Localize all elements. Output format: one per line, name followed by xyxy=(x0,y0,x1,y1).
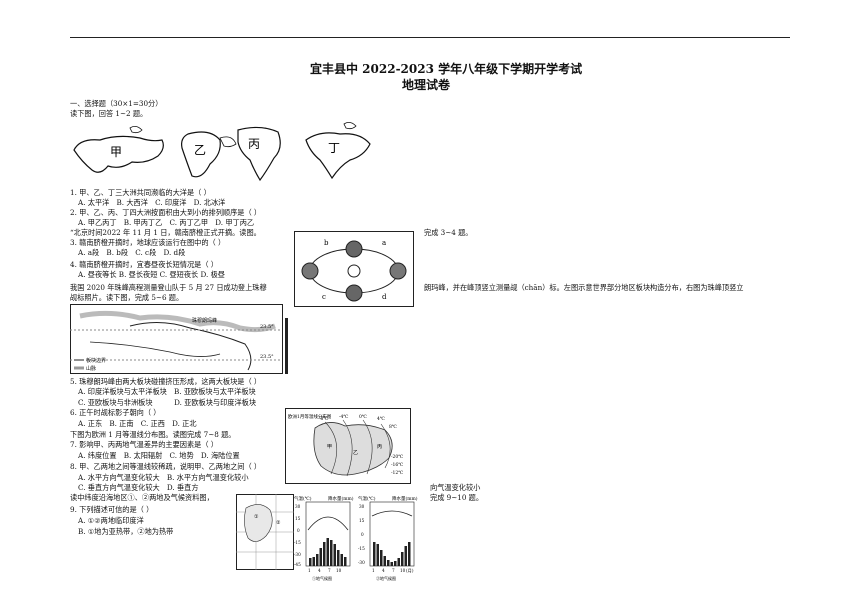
intro-9-10: 读中纬度沿海地区①、②两地及气候资料图， xyxy=(70,493,214,502)
continent-label-yi: 乙 xyxy=(194,143,206,157)
location-point-2: ② xyxy=(276,520,281,526)
intro-5-6-a: 我国 2020 年珠峰高程测量登山队于 5 月 27 日成功登上珠穆 xyxy=(70,283,267,292)
question-2-options: A. 甲乙丙丁 B. 甲丙丁乙 C. 丙丁乙甲 D. 甲丁丙乙 xyxy=(78,218,255,227)
orbit-label-c: c xyxy=(322,293,326,301)
climate-2-month-10: 10 xyxy=(400,568,406,573)
question-3: 3. 赣南脐橙开摘时，地球应该运行在图中的（ ） xyxy=(70,238,226,247)
top-rule xyxy=(70,37,790,38)
europe-map-title: 欧洲1月等温线分布图 xyxy=(288,413,332,420)
climate-2-tick-0: 0 xyxy=(361,532,364,537)
plate-legend-boundary: 板块边界 xyxy=(86,357,106,364)
question-5-options-cd: C. 亚欧板块与非洲板块 D. 亚欧板块与印度洋板块 xyxy=(78,398,257,407)
intro-9-10-end: 完成 9~10 题。 xyxy=(430,493,484,502)
earth-orbit-diagram: b a c d xyxy=(294,231,414,307)
climate-1-tick-30: 30 xyxy=(295,504,301,509)
climate-chart-1: 气温(℃) 降水量(mm) 30 15 0 -15 -30 -45 1 4 7 … xyxy=(294,495,354,581)
intro-5-6-b: 朗玛峰，并在峰顶竖立测量觇（chān）标。左图示意世界部分地区板块构造分布，右图… xyxy=(424,283,744,292)
climate-1-precip-axis: 降水量(mm) xyxy=(328,495,354,502)
location-map: ① ② xyxy=(236,494,294,570)
europe-point-bing: 丙 xyxy=(377,444,382,450)
question-8-options-ab: A. 水平方向气温变化较大 B. 水平方向气温变化较小 xyxy=(78,473,249,482)
climate-1-tick-0: 0 xyxy=(297,528,300,533)
climate-2-month-unit: (月) xyxy=(406,568,414,574)
section-heading: 一、选择题（30×1=30分） xyxy=(70,99,163,108)
climate-1-tick-m45: -45 xyxy=(294,562,301,567)
page-subtitle: 地理试卷 xyxy=(402,78,451,92)
question-5: 5. 珠穆朗玛峰由两大板块碰撞挤压形成，这两大板块是（ ） xyxy=(70,377,262,386)
question-9: 9. 下列描述可信的是（ ） xyxy=(70,505,154,514)
isotherm-label-minus8: -8℃ xyxy=(319,416,328,422)
intro-3-4: “北京时间2022 年 11 月 1 日，赣南脐橙正式开摘。读图。 xyxy=(70,228,261,237)
continent-label-bing: 丙 xyxy=(248,137,260,151)
plate-callout-everest: 珠穆朗玛峰 xyxy=(192,317,217,324)
europe-point-yi: 乙 xyxy=(353,449,358,456)
question-9-option-b: B. ①地为亚热带，②地为热带 xyxy=(78,527,174,536)
question-9-option-a: A. ①②两地临印度洋 xyxy=(78,516,144,525)
orbit-label-d: d xyxy=(382,293,387,301)
isotherm-label-minus20: -20℃ xyxy=(391,454,403,460)
question-4: 4. 赣南脐橙开摘时，宜春昼夜长短情况是（ ） xyxy=(70,260,218,269)
climate-1-temp-axis: 气温(℃) xyxy=(294,495,312,502)
question-8-options-cd: C. 垂直方向气温变化较大 D. 垂直方 xyxy=(78,483,199,492)
question-4-options: A. 昼夜等长 B. 昼长夜短 C. 昼短夜长 D. 极昼 xyxy=(78,270,225,279)
question-6-options: A. 正东 B. 正南 C. 正西 D. 正北 xyxy=(78,419,197,428)
plate-lat-north: 23.5° xyxy=(260,324,274,330)
climate-1-month-4: 4 xyxy=(318,568,321,573)
climate-chart-2: 气温(℃) 降水量(mm) 30 15 0 -15 -30 1 4 7 10 (… xyxy=(358,495,418,581)
continents-map: 甲 乙 丙 丁 xyxy=(73,122,371,182)
climate-2-month-7: 7 xyxy=(392,568,395,573)
isotherm-label-minus12: -12℃ xyxy=(391,470,403,476)
climate-1-tick-m30: -30 xyxy=(294,552,301,557)
intro-3-4-end: 完成 3~4 题。 xyxy=(424,228,473,237)
plate-boundary-map: 23.5° 23.5° 珠穆朗玛峰 板块边界 山脉 xyxy=(70,304,288,374)
climate-2-tick-m30: -30 xyxy=(358,560,365,565)
page-title: 宜丰县中 2022-2023 学年八年级下学期开学考试 xyxy=(310,62,583,76)
climate-2-precip-axis: 降水量(mm) xyxy=(392,495,418,502)
plate-lat-south: 23.5° xyxy=(260,354,274,360)
isotherm-label-8: 8℃ xyxy=(389,424,397,430)
question-1: 1. 甲、乙、丁三大洲共同濒临的大洋是（ ） xyxy=(70,188,211,197)
climate-2-caption: ②地气候图 xyxy=(376,575,396,581)
question-8: 8. 甲、乙两地之间等温线较稀疏，说明甲、乙两地之间（ ） xyxy=(70,462,262,471)
intro-7-8: 下图为欧洲 1 月等温线分布图。读图完成 7~8 题。 xyxy=(70,430,236,439)
isotherm-label-0: 0℃ xyxy=(359,414,367,420)
climate-1-caption: ①地气候图 xyxy=(312,575,332,581)
climate-1-tick-m15: -15 xyxy=(294,540,301,545)
climate-2-tick-m15: -15 xyxy=(358,546,365,551)
orbit-label-a: a xyxy=(382,239,386,247)
intro-5-6-c: 觇标照片。读下图，完成 5~6 题。 xyxy=(70,293,184,302)
climate-2-tick-15: 15 xyxy=(359,518,365,523)
climate-2-month-4: 4 xyxy=(382,568,385,573)
continent-label-jia: 甲 xyxy=(110,145,122,159)
climate-2-tick-30: 30 xyxy=(359,504,365,509)
question-5-options-ab: A. 印度洋板块与太平洋板块 B. 亚欧板块与太平洋板块 xyxy=(78,387,256,396)
question-6: 6. 正午时觇标影子朝向（ ） xyxy=(70,408,161,417)
climate-2-month-1: 1 xyxy=(372,568,375,573)
climate-1-tick-15: 15 xyxy=(295,516,301,521)
europe-isotherm-map: 欧洲1月等温线分布图 -8℃ -4℃ 0℃ 4℃ 8℃ -20℃ -16℃ -1… xyxy=(285,408,411,484)
climate-1-month-10: 10 xyxy=(336,568,342,573)
climate-1-month-7: 7 xyxy=(328,568,331,573)
europe-point-jia: 甲 xyxy=(327,444,332,450)
isotherm-label-minus4: -4℃ xyxy=(339,414,348,420)
climate-1-month-1: 1 xyxy=(308,568,311,573)
question-7: 7. 影响甲、丙两地气温差异的主要因素是（ ） xyxy=(70,440,218,449)
question-3-options: A. a段 B. b段 C. c段 D. d段 xyxy=(78,248,186,257)
location-point-1: ① xyxy=(254,514,259,520)
isotherm-label-4: 4℃ xyxy=(377,416,385,422)
orbit-label-b: b xyxy=(324,239,329,247)
continent-label-ding: 丁 xyxy=(328,141,340,155)
climate-2-temp-axis: 气温(℃) xyxy=(358,495,376,502)
question-2: 2. 甲、乙、丙、丁四大洲按面积由大到小的排列顺序是（ ） xyxy=(70,208,262,217)
question-8-options-d-end: 向气温变化较小 xyxy=(430,483,481,492)
question-1-options: A. 太平洋 B. 大西洋 C. 印度洋 D. 北冰洋 xyxy=(78,198,226,207)
isotherm-label-minus16: -16℃ xyxy=(391,462,403,468)
plate-legend-mountain: 山脉 xyxy=(86,365,96,372)
question-7-options: A. 纬度位置 B. 太阳辐射 C. 地势 D. 海陆位置 xyxy=(78,451,240,460)
section-intro: 读下图，回答 1~2 题。 xyxy=(70,109,148,118)
